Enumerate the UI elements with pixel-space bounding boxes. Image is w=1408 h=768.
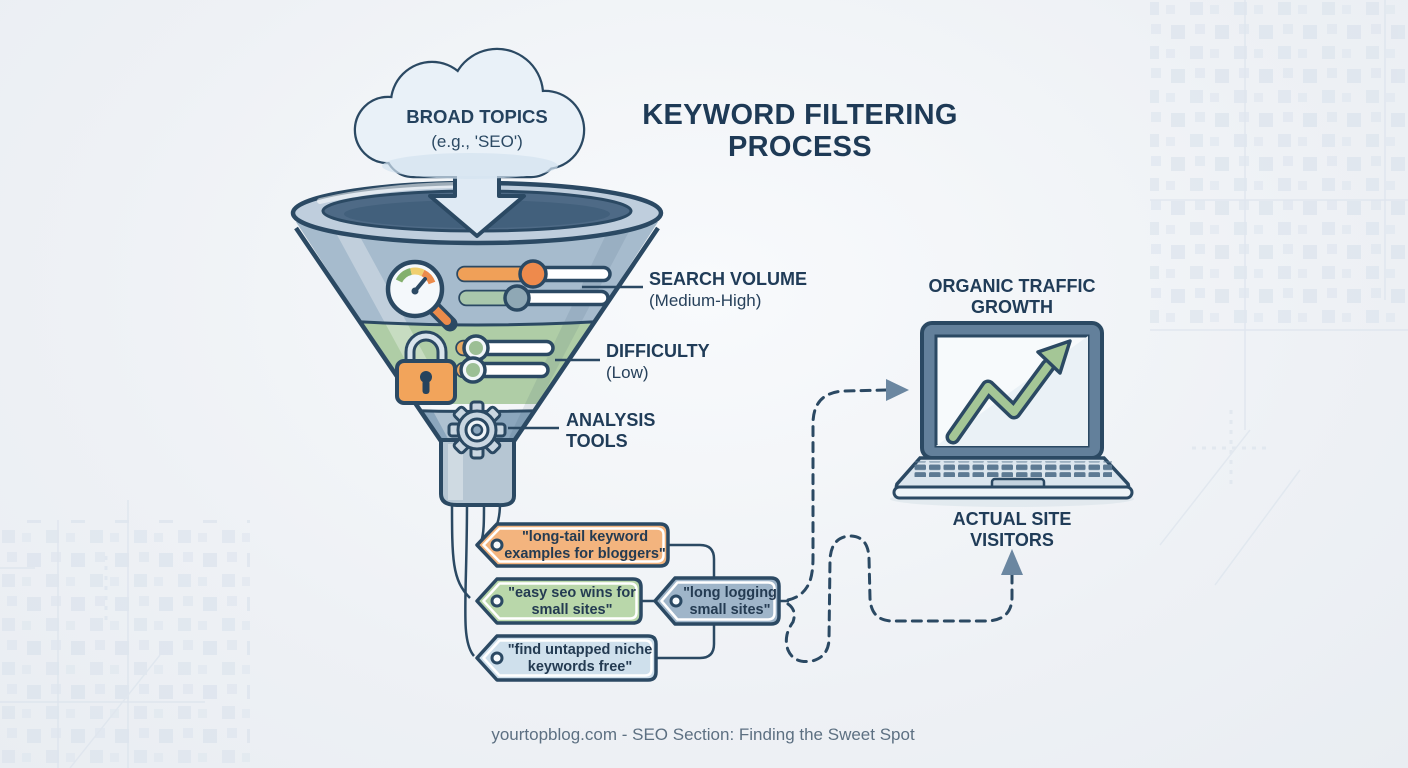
- tag-text-line2: small sites": [689, 602, 770, 618]
- stage-label-search-volume: SEARCH VOLUME: [649, 269, 807, 289]
- gauge-magnifier-icon: [385, 259, 458, 332]
- organic-traffic-label-line1: ORGANIC TRAFFIC: [929, 276, 1096, 296]
- slider-knob-grey: [503, 284, 531, 312]
- laptop-keys: [914, 461, 1112, 477]
- tag-text-line2: small sites": [531, 602, 612, 618]
- tag-text-line2: keywords free": [528, 659, 632, 675]
- broad-topics-cloud: BROAD TOPICS (e.g., 'SEO'): [353, 47, 586, 238]
- tag-text-line1: "find untapped niche: [508, 642, 653, 658]
- funnel-cone-outline: [294, 226, 660, 446]
- slider-knob-orange: [518, 259, 548, 289]
- growth-arrow-icon: [945, 339, 1072, 445]
- stage-sublabel-analysis: TOOLS: [566, 431, 628, 451]
- stage-sublabel-search-volume: (Medium-High): [649, 291, 761, 310]
- organic-traffic-label-line2: GROWTH: [971, 297, 1053, 317]
- search-volume-sliders: [456, 259, 612, 312]
- stage-labels: SEARCH VOLUME (Medium-High) DIFFICULTY (…: [508, 269, 807, 451]
- tag-hole: [490, 651, 504, 665]
- arrowhead-to-visitors: [1001, 549, 1023, 575]
- keyword-tag-untapped-niche: "find untapped niche keywords free": [475, 634, 658, 682]
- dashed-path-to-laptop: [786, 388, 890, 602]
- tag-text-line1: "long-tail keyword: [522, 529, 648, 545]
- stage-label-difficulty: DIFFICULTY: [606, 341, 710, 361]
- dashed-path-to-visitors: [784, 534, 1014, 663]
- laptop-base: [892, 485, 1134, 500]
- gear-icon: [447, 400, 507, 460]
- keyword-tag-result: "long logging small sites": [653, 576, 781, 626]
- cloud-label-line2: (e.g., 'SEO'): [431, 132, 523, 151]
- title-line2: PROCESS: [728, 131, 872, 163]
- tag-hole: [490, 594, 504, 608]
- spout-stream-lines: [450, 499, 502, 657]
- actual-visitors-label-line2: VISITORS: [970, 530, 1054, 550]
- stage-sublabel-difficulty: (Low): [606, 363, 649, 382]
- tag-text-line2: examples for bloggers": [504, 546, 666, 562]
- keyword-tag-easy-wins: "easy seo wins for small sites": [475, 577, 643, 625]
- title-line1: KEYWORD FILTERING: [642, 99, 958, 131]
- laptop: [890, 321, 1134, 507]
- tag-hole: [669, 594, 683, 608]
- stage-label-analysis: ANALYSIS: [566, 410, 655, 430]
- tag-text-line1: "easy seo wins for: [508, 585, 636, 601]
- tag-text-line1: "long logging: [683, 585, 777, 601]
- tag-hole: [490, 538, 504, 552]
- circuit-decoration-top-right: [1150, 0, 1408, 586]
- padlock-icon: [395, 330, 457, 405]
- difficulty-sliders: [455, 334, 555, 384]
- arrowhead-to-laptop: [886, 379, 909, 401]
- actual-visitors-label-line1: ACTUAL SITE: [953, 509, 1072, 529]
- keyword-tag-longtail: "long-tail keyword examples for bloggers…: [475, 522, 670, 568]
- funnel-spout: [439, 438, 516, 508]
- circuit-decoration-bottom-left: [0, 500, 250, 768]
- tag-connector-lines: [641, 543, 716, 660]
- footer-caption: yourtopblog.com - SEO Section: Finding t…: [491, 725, 915, 744]
- cloud-label-line1: BROAD TOPICS: [406, 106, 548, 127]
